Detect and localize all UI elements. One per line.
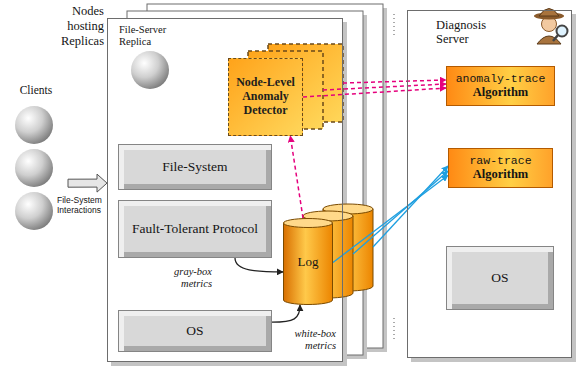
detective-icon	[534, 9, 568, 45]
log-top	[284, 219, 333, 228]
raw-feed	[353, 171, 448, 254]
layer-box: OS	[446, 246, 554, 310]
anomaly-feed	[343, 80, 446, 83]
label-holder: Nodes hosting Replicas	[40, 4, 104, 49]
client-sphere	[15, 106, 53, 144]
detective-coat	[537, 36, 561, 44]
stack-dots	[394, 14, 395, 36]
metrics-arrow	[235, 258, 283, 272]
box-label: Log	[298, 254, 319, 270]
replica-sphere	[131, 51, 169, 89]
magnifier-handle	[553, 35, 558, 41]
anomaly-arrow	[303, 88, 446, 97]
layer-box: Fault-Tolerant Protocol	[118, 200, 272, 258]
group-label: Clients	[4, 84, 68, 98]
box-label: anomaly-trace	[456, 72, 546, 86]
edge-label: white-box metrics	[280, 328, 336, 351]
box-label: OS	[491, 270, 508, 286]
edge-label: File-System Interactions	[57, 196, 107, 216]
panel-heading: Diagnosis Server	[436, 18, 510, 47]
anomaly-arrow	[290, 136, 303, 218]
edge-label-holder: white-box metrics	[280, 328, 336, 351]
log-cylinder: Log	[283, 218, 333, 305]
box-label: Fault-Tolerant Protocol	[132, 221, 258, 237]
algorithm-box: anomaly-traceAlgorithm	[446, 66, 555, 106]
box-label: OS	[186, 323, 203, 339]
client-sphere	[15, 149, 53, 187]
front-panel-fill	[107, 18, 343, 362]
metrics-arrow	[272, 305, 300, 322]
diagnosis-server-panel: Diagnosis Serveranomaly-traceAlgorithmra…	[407, 10, 572, 358]
replica-stack	[107, 4, 394, 366]
box-label: Algorithm	[473, 85, 529, 100]
stack-label: Nodes hosting Replicas	[40, 4, 104, 49]
edge-label-holder: File-System Interactions	[57, 196, 107, 216]
back-feeds	[323, 80, 448, 254]
box-label: Algorithm	[473, 167, 529, 182]
client-sphere	[15, 192, 53, 230]
panel-heading: File-Server Replica	[119, 24, 191, 47]
anomaly-feed	[323, 84, 446, 90]
stack-dots	[394, 318, 395, 342]
detector-box: Node-Level Anomaly Detector	[228, 58, 303, 136]
box-label: raw-trace	[469, 154, 531, 168]
interaction-arrow	[68, 174, 107, 192]
raw-feed	[373, 166, 448, 247]
layer-box: File-System	[118, 144, 272, 190]
edge-label: gray-box metrics	[158, 266, 212, 289]
algorithm-box: raw-traceAlgorithm	[448, 148, 553, 188]
layer-box: OS	[118, 310, 272, 352]
log-body	[284, 223, 333, 305]
raw-trace-arrow	[333, 175, 448, 262]
replica-node-panel: File-Server ReplicaNode-Level Anomaly De…	[107, 18, 343, 362]
edge-label-holder: gray-box metrics	[158, 266, 212, 289]
magnifier	[557, 26, 568, 37]
box-label: Node-Level Anomaly Detector	[234, 76, 297, 117]
box-label: File-System	[162, 159, 227, 175]
